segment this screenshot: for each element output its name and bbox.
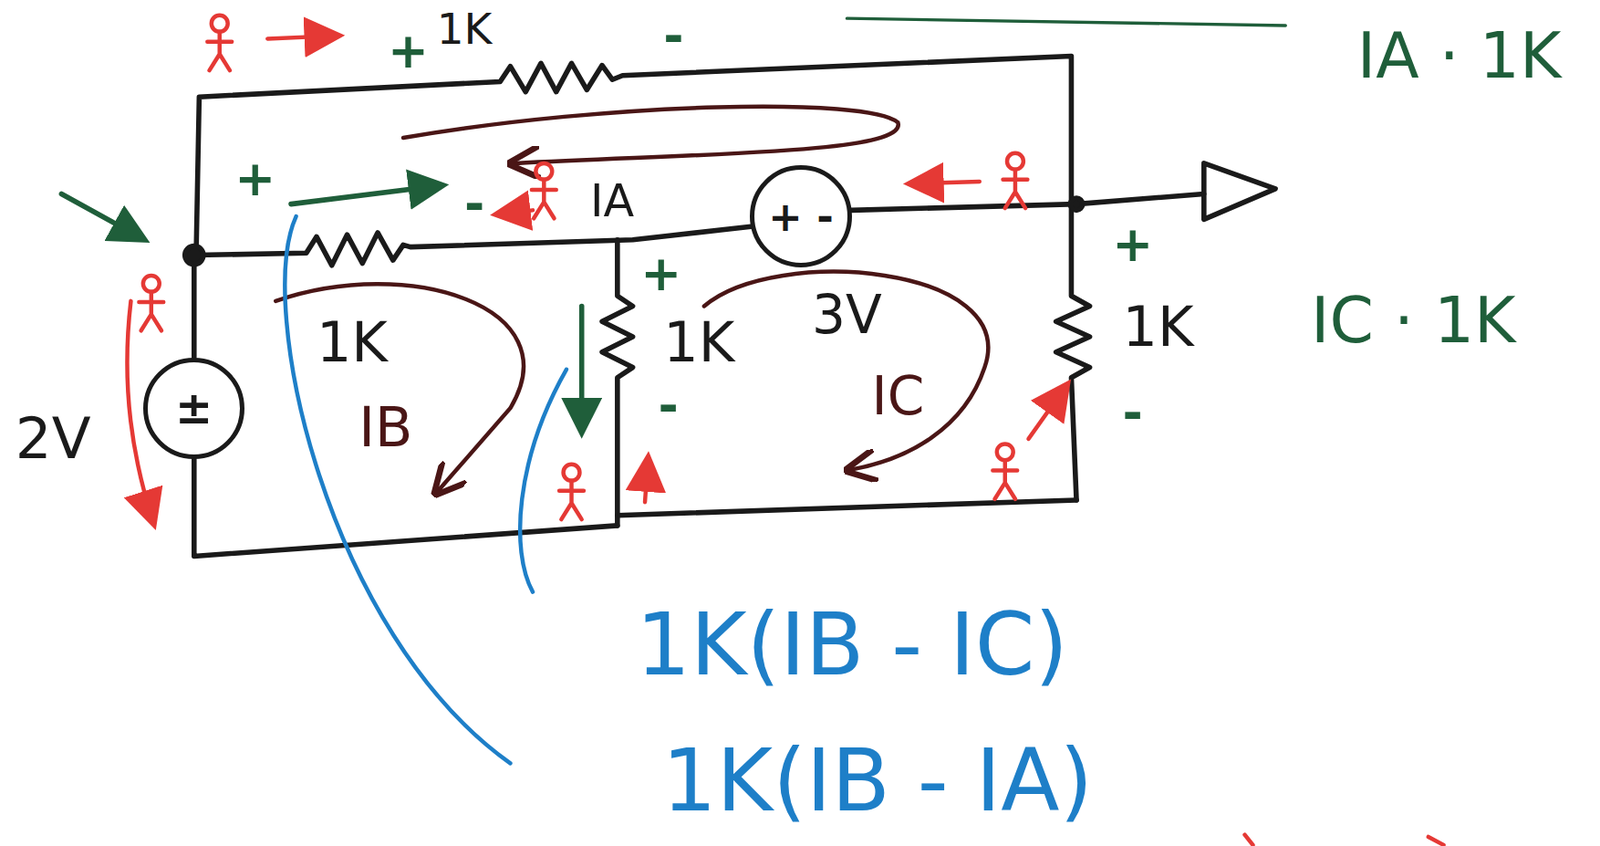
blue-leaders	[284, 216, 567, 763]
circuit-label: 1K(IB - IC)	[635, 602, 1069, 688]
circuit-label: -	[658, 381, 679, 431]
source-polarity: ±	[175, 381, 213, 435]
source-polarity: + -	[768, 192, 834, 241]
circuit-label: 1K	[1122, 299, 1195, 354]
circuit-label: 3V	[811, 287, 883, 341]
circuit-label: +	[640, 249, 682, 299]
circuit-label: -	[663, 11, 684, 62]
circuit-label: +	[1111, 220, 1154, 271]
circuit-label: -	[1122, 388, 1143, 438]
circuit-label: 1K	[663, 314, 735, 370]
voltage-source: + -	[749, 165, 852, 268]
circuit-label: +	[387, 26, 429, 76]
circuit-label: IA	[590, 179, 634, 225]
circuit-label: 1K(IB - IA)	[662, 737, 1093, 824]
circuit-label: 1K	[436, 7, 493, 51]
circuit-label: +	[234, 154, 276, 204]
circuit-label: 2V	[15, 410, 92, 468]
circuit-label: IA · 1K	[1357, 24, 1562, 88]
circuit-label: IC · 1K	[1310, 290, 1517, 354]
wires	[185, 56, 1276, 557]
red-walkers	[126, 15, 1444, 845]
green-marks	[61, 18, 1286, 429]
mesh-loops	[275, 106, 988, 490]
circuit-label: IC	[871, 369, 925, 423]
circuit-label: IB	[358, 398, 413, 454]
voltage-source: ±	[143, 357, 246, 460]
circuit-label: -	[464, 179, 485, 229]
circuit-label: 1K	[316, 314, 388, 370]
